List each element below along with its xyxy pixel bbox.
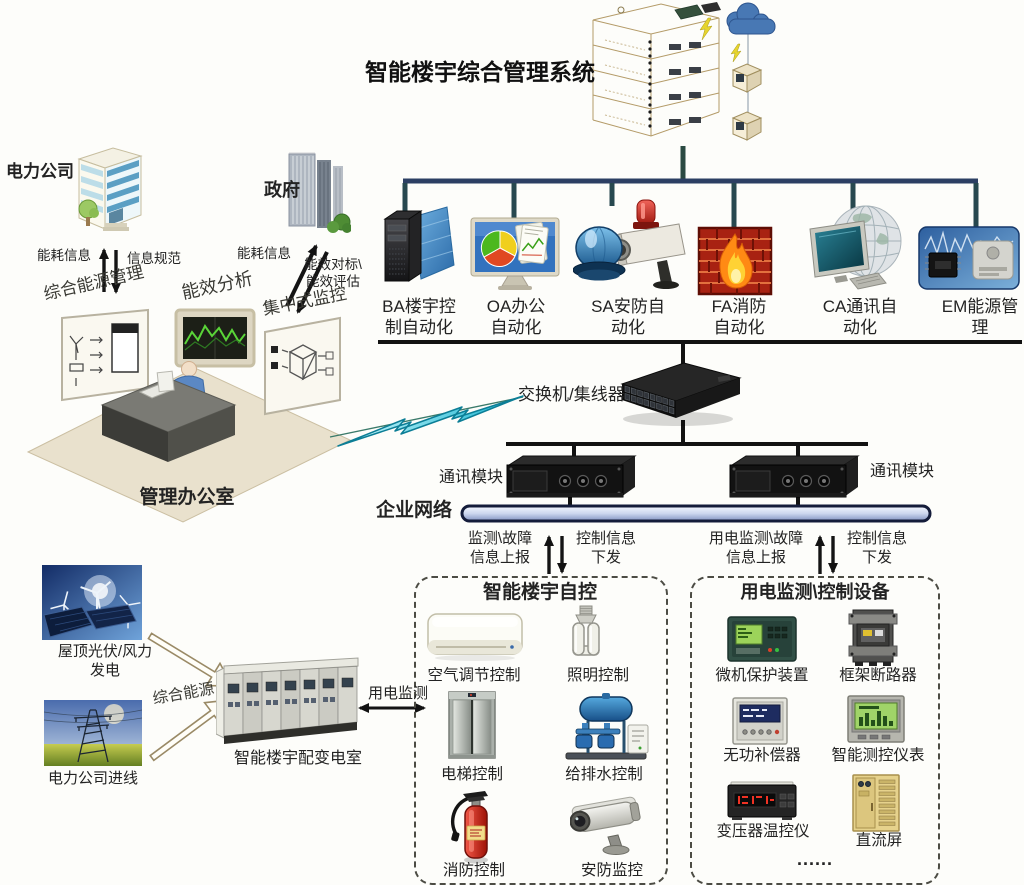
item-temp-label: 变压器温控仪	[716, 823, 810, 840]
transmission-tower-icon	[73, 709, 113, 763]
pc-down-arrow-label: 信息规范	[127, 251, 181, 266]
government-building-icon	[288, 152, 351, 233]
water-pump-icon	[565, 693, 649, 760]
subsystem-label-ba: BA楼宇控 制自动化	[382, 297, 456, 338]
office-desk	[100, 370, 237, 462]
building-box-title: 智能楼宇自控	[482, 582, 597, 603]
grid-line-label: 电力公司进线	[47, 770, 138, 787]
switch-label: 交换机/集线器	[518, 385, 625, 404]
cctv-camera-icon	[570, 796, 641, 855]
item-breaker-label: 框架断路器	[839, 667, 917, 684]
enterprise-network-bus	[460, 504, 932, 523]
item-water-label: 给排水控制	[565, 766, 643, 783]
item-security-label: 安防监控	[580, 862, 643, 879]
flow-arrows	[544, 535, 838, 574]
office-label: 管理办公室	[139, 487, 235, 508]
analysis-monitor-icon	[174, 308, 256, 368]
power-box-title: 用电监测\控制设备	[740, 582, 890, 602]
pc-up-arrow-label: 能耗信息	[37, 248, 91, 263]
item-relay-label: 微机保护装置	[715, 667, 809, 684]
item-meter-label: 智能测控仪表	[831, 747, 925, 764]
hose	[451, 796, 470, 835]
monitor-pie-icon	[470, 217, 560, 290]
control-cabinet	[627, 724, 649, 754]
flow-up-left-label: 监测\故障 信息上报	[467, 530, 533, 566]
substation-label: 智能楼宇配变电室	[233, 750, 362, 767]
item-dc-label: 直流屏	[855, 832, 903, 849]
monitoring-board-icon	[264, 316, 341, 416]
energy-board-icon	[61, 308, 149, 402]
government-arrows	[285, 244, 329, 314]
energy-module-icon	[918, 226, 1020, 290]
cloud-icon	[726, 2, 776, 35]
power-company-arrows	[99, 248, 121, 294]
power-box-more-label: ......	[796, 849, 833, 869]
flow-down-left-label: 控制信息 下发	[575, 530, 636, 566]
network-switch-icon	[620, 362, 742, 426]
building-control-group-box	[414, 576, 668, 885]
flow-down-right-label: 控制信息 下发	[846, 530, 907, 566]
temperature-controller-icon	[727, 781, 797, 820]
pv-wind-photo	[42, 565, 142, 640]
gov-eval-arrow-label: 能效对标\ 能效评估	[304, 257, 362, 289]
dc-panel-icon	[852, 774, 900, 832]
subsystem-label-em: EM能源管 理	[941, 297, 1019, 338]
comm-module-right-icon	[729, 455, 860, 498]
subsystem-label-fa: FA消防 自动化	[711, 297, 767, 338]
firewall-flame-icon	[697, 226, 773, 296]
flow-up-right-label: 用电监测\故障 信息上报	[708, 530, 804, 566]
cfl-bulb-icon	[572, 605, 600, 656]
air-conditioner-icon	[427, 613, 523, 661]
smart-meter-icon	[847, 695, 905, 743]
subsystem-label-oa: OA办公 自动化	[486, 297, 546, 338]
fire-extinguisher-icon	[451, 791, 488, 864]
item-elevator-label: 电梯控制	[440, 766, 503, 783]
pv-wind-label: 屋顶光伏/风力 发电	[57, 643, 153, 679]
management-office-scene	[26, 308, 352, 523]
lightning-small-icon	[699, 17, 742, 63]
wireframe-building-icon	[592, 2, 776, 141]
frame-breaker-icon	[848, 609, 898, 666]
power-company-label: 电力公司	[6, 162, 74, 181]
server-icon	[383, 206, 455, 282]
mini-device-icon	[731, 63, 763, 141]
globe-monitor-icon	[809, 205, 902, 290]
item-light-label: 照明控制	[566, 667, 629, 684]
pointer-line	[329, 396, 524, 438]
gov-up-arrow-label: 能耗信息	[237, 246, 291, 261]
item-fire-label: 消防控制	[442, 862, 505, 879]
subsystem-label-ca: CA通讯自 动化	[822, 297, 898, 338]
page-title: 智能楼宇综合管理系统	[365, 59, 595, 85]
reactive-compensator-icon	[732, 697, 788, 745]
grid-line-photo	[44, 700, 142, 766]
waveform	[924, 230, 1014, 260]
power-monitor-label: 用电监测	[367, 685, 428, 702]
comm-module-left-label: 通讯模块	[438, 469, 503, 486]
comm-module-left-icon	[506, 455, 637, 498]
government-label: 政府	[264, 180, 300, 200]
power-monitor-group-box	[690, 576, 940, 885]
protection-relay-icon	[727, 616, 797, 662]
subsystem-label-sa: SA安防自 动化	[591, 297, 665, 338]
item-ac-label: 空气调节控制	[427, 667, 521, 684]
elevator-icon	[448, 691, 496, 759]
power-company-building-icon	[77, 147, 143, 231]
camera-siren-icon	[573, 199, 686, 289]
comm-module-right-label: 通讯模块	[869, 463, 934, 480]
lightning-bolt-icon	[337, 395, 524, 447]
enterprise-network-label: 企业网络	[375, 500, 452, 521]
item-compensator-label: 无功补偿器	[723, 747, 801, 764]
substation-switchgear-icon	[216, 657, 359, 744]
tree-connectors	[402, 146, 979, 232]
